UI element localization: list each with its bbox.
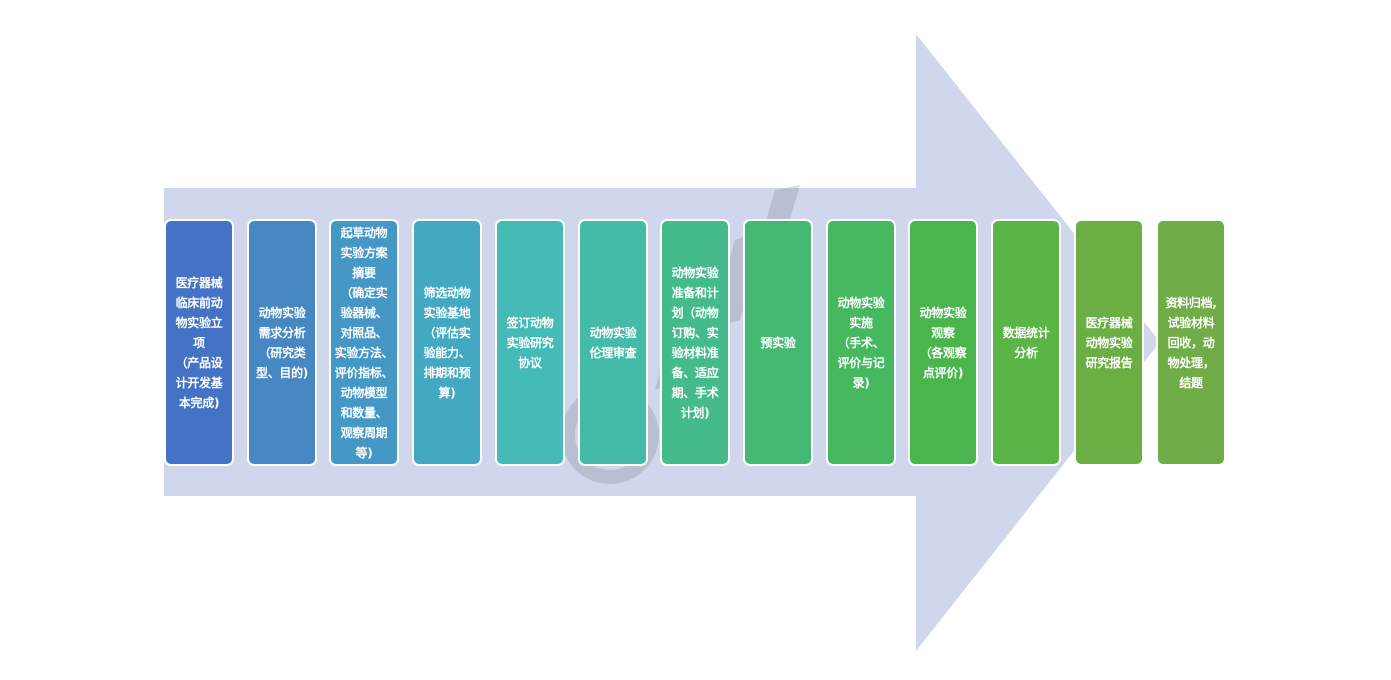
process-step-1: 医疗器械 临床前动 物实验立 项 （产品设 计开发基 本完成): [164, 219, 234, 466]
process-step-4: 筛选动物 实验基地 （评估实 验能力、 排期和预 算): [412, 219, 482, 466]
process-step-label: 医疗器械 临床前动 物实验立 项 （产品设 计开发基 本完成): [175, 275, 223, 410]
process-step-3: 起草动物 实验方案 摘要 （确定实 验器械、 对照品、 实验方法、 评价指标、 …: [329, 219, 399, 466]
process-step-12: 医疗器械 动物实验 研究报告: [1074, 219, 1144, 466]
process-step-label: 签订动物 实验研究 协议: [506, 315, 554, 370]
process-step-label: 数据统计 分析: [1002, 325, 1050, 360]
process-step-label: 动物实验 伦理审查: [589, 325, 637, 360]
process-step-8: 预实验: [743, 219, 813, 466]
process-step-label: 动物实验 实施 （手术、 评价与记 录): [837, 295, 885, 390]
process-step-label: 动物实验 需求分析 （研究类 型、目的): [256, 305, 308, 380]
process-step-5: 签订动物 实验研究 协议: [495, 219, 565, 466]
process-step-13: 资料归档, 试验材料 回收，动 物处理， 结题: [1156, 219, 1226, 466]
process-step-2: 动物实验 需求分析 （研究类 型、目的): [247, 219, 317, 466]
process-step-7: 动物实验 准备和计 划（动物 订购、实 验材料准 备、适应 期、手术 计划): [660, 219, 730, 466]
process-step-label: 动物实验 准备和计 划（动物 订购、实 验材料准 备、适应 期、手术 计划): [671, 265, 719, 420]
process-step-10: 动物实验 观察 （各观察 点评价): [908, 219, 978, 466]
process-step-label: 预实验: [760, 335, 796, 350]
process-step-label: 资料归档, 试验材料 回收，动 物处理， 结题: [1165, 295, 1217, 390]
process-step-6: 动物实验 伦理审查: [578, 219, 648, 466]
process-step-9: 动物实验 实施 （手术、 评价与记 录): [826, 219, 896, 466]
process-step-label: 动物实验 观察 （各观察 点评价): [919, 305, 967, 380]
process-step-label: 医疗器械 动物实验 研究报告: [1085, 315, 1133, 370]
process-step-label: 筛选动物 实验基地 （评估实 验能力、 排期和预 算): [423, 285, 471, 400]
process-step-label: 起草动物 实验方案 摘要 （确定实 验器械、 对照品、 实验方法、 评价指标、 …: [334, 225, 394, 460]
process-step-11: 数据统计 分析: [991, 219, 1061, 466]
